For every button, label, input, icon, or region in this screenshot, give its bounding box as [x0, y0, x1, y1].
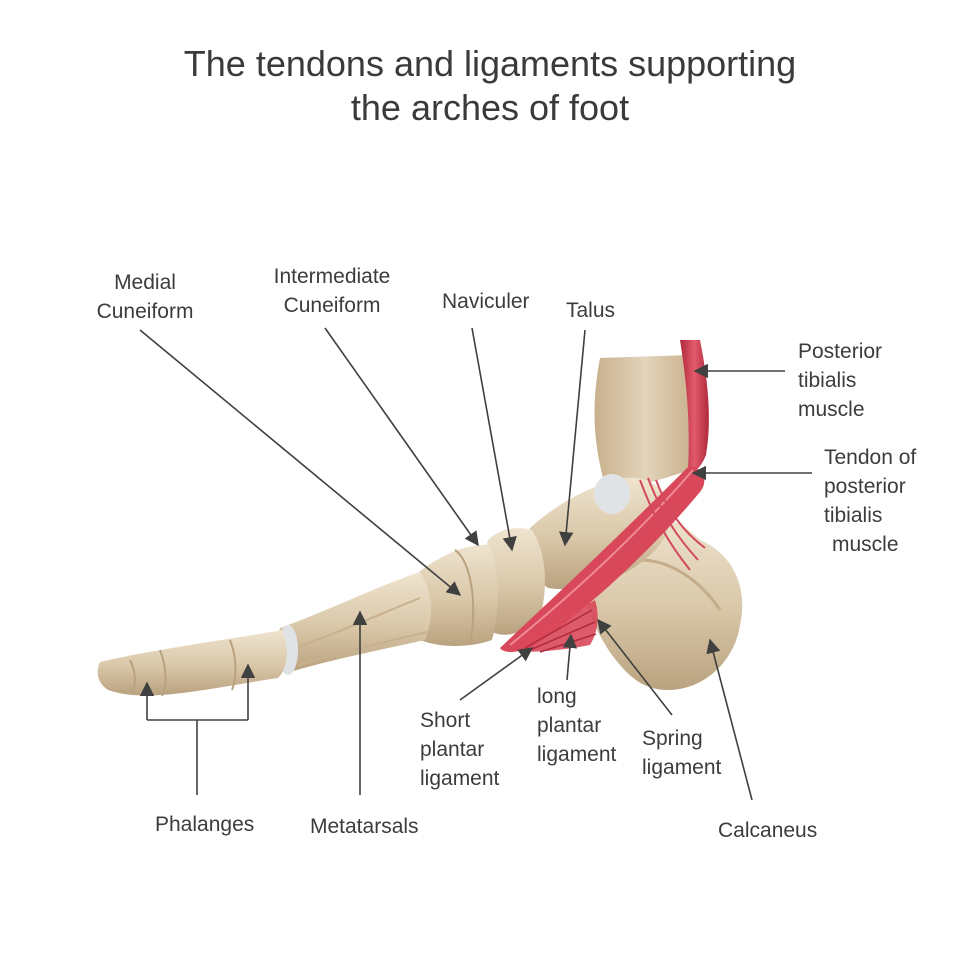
label-short-plantar-ligament: Short plantar ligament — [420, 709, 500, 790]
label-spring-ligament: Spring ligament — [642, 727, 722, 779]
label-talus: Talus — [566, 299, 616, 322]
leader-talus — [559, 329, 586, 547]
leader-intermediate-cuneiform — [324, 327, 479, 547]
tibia-bone — [594, 355, 696, 487]
phalange-bones — [97, 630, 287, 697]
leader-spring-ligament — [597, 618, 673, 716]
ankle-ligament-fibers — [639, 477, 706, 571]
label-phalanges: Phalanges — [155, 813, 255, 836]
title-line-2: the arches of foot — [350, 87, 630, 128]
label-calcaneus: Calcaneus — [718, 819, 818, 842]
diagram-title: The tendons and ligaments supporting the… — [0, 42, 980, 130]
leader-medial-cuneiform — [139, 329, 462, 596]
label-metatarsals: Metatarsals — [310, 815, 419, 838]
title-line-1: The tendons and ligaments supporting — [183, 43, 797, 84]
label-naviculer: Naviculer — [442, 290, 530, 313]
navicular-bone — [483, 528, 545, 635]
leader-lines — [139, 327, 812, 801]
label-tendon-posterior-tibialis: Tendon of posterior tibialis muscle — [824, 446, 917, 556]
leader-naviculer — [471, 327, 517, 552]
talus-cartilage — [594, 474, 630, 514]
label-medial-cuneiform: Medial Cuneiform — [96, 271, 194, 323]
plantar-ligaments-shape — [520, 600, 598, 653]
label-intermediate-cuneiform: Intermediate Cuneiform — [273, 265, 391, 317]
metatarsal-bones — [277, 572, 432, 675]
leader-long-plantar — [562, 633, 578, 681]
label-long-plantar-ligament: long plantar ligament — [537, 685, 617, 766]
leader-short-plantar — [459, 647, 534, 701]
label-posterior-tibialis-muscle: Posterior tibialis muscle — [798, 340, 883, 421]
leader-calcaneus — [706, 638, 753, 801]
